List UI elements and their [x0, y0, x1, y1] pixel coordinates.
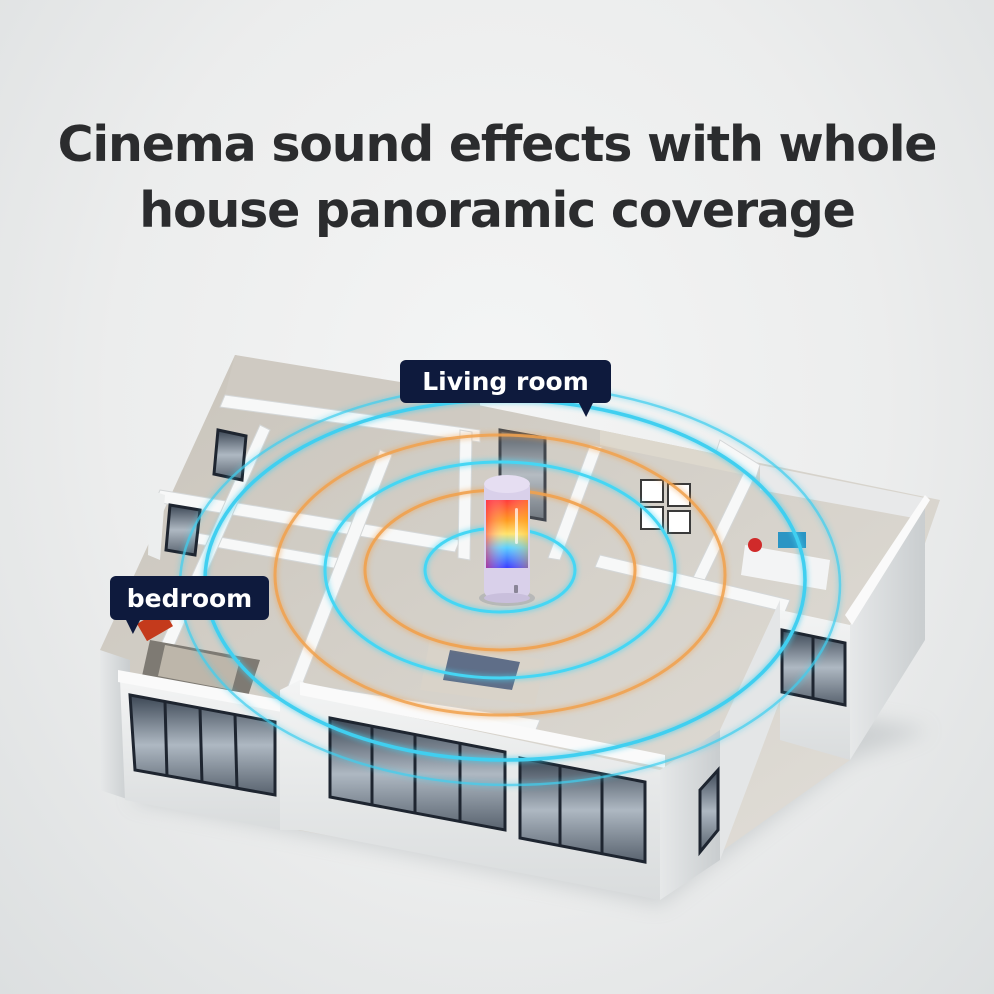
wave-ring-4 [273, 433, 727, 717]
back-wall [225, 355, 480, 430]
study-furniture [640, 479, 830, 590]
label-bedroom: bedroom [110, 576, 269, 620]
right-room-back-wall [760, 465, 925, 520]
back-wall-right [600, 430, 745, 475]
label-living-room: Living room [400, 360, 611, 403]
wave-ring-3 [323, 460, 677, 680]
headline-line-2: house panoramic coverage [139, 182, 856, 239]
headline: Cinema sound effects with whole house pa… [0, 112, 994, 244]
rgb-speaker [479, 475, 535, 606]
headline-line-1: Cinema sound effects with whole [57, 116, 938, 173]
